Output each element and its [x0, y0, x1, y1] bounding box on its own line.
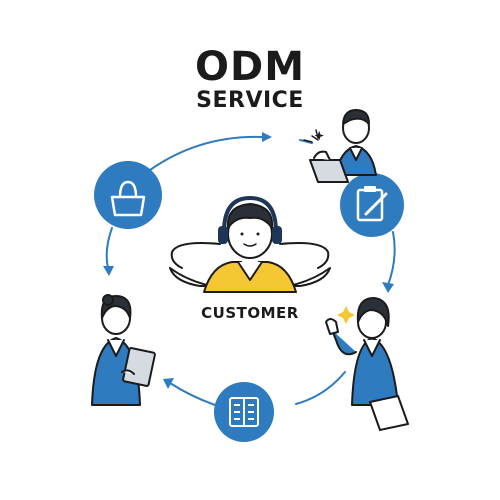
arrow-top	[149, 135, 263, 171]
cycle-arrows	[103, 132, 396, 406]
diagram-subtitle: SERVICE	[196, 88, 304, 113]
customer-figure	[169, 196, 331, 293]
agent-tablet-figure	[91, 294, 156, 406]
shopping-bag-icon	[94, 161, 162, 229]
clipboard-pencil-icon	[340, 173, 404, 237]
center-label: CUSTOMER	[201, 304, 299, 322]
advisor-woman-figure	[325, 297, 409, 431]
arrow-top-head	[262, 132, 272, 142]
server-rack-icon	[214, 382, 274, 442]
arrow-right-head	[382, 282, 394, 293]
arrow-bottom-left-head	[163, 378, 174, 389]
arrow-bottom-right	[295, 371, 346, 405]
arrow-left	[105, 227, 113, 269]
arrow-top-right-dash	[299, 139, 313, 144]
arrow-left-head	[103, 266, 114, 276]
diagram-title: ODM	[194, 44, 305, 90]
consultant-laptop-figure	[303, 109, 377, 183]
arrow-bottom-left	[169, 382, 216, 406]
arrow-right	[387, 231, 396, 286]
